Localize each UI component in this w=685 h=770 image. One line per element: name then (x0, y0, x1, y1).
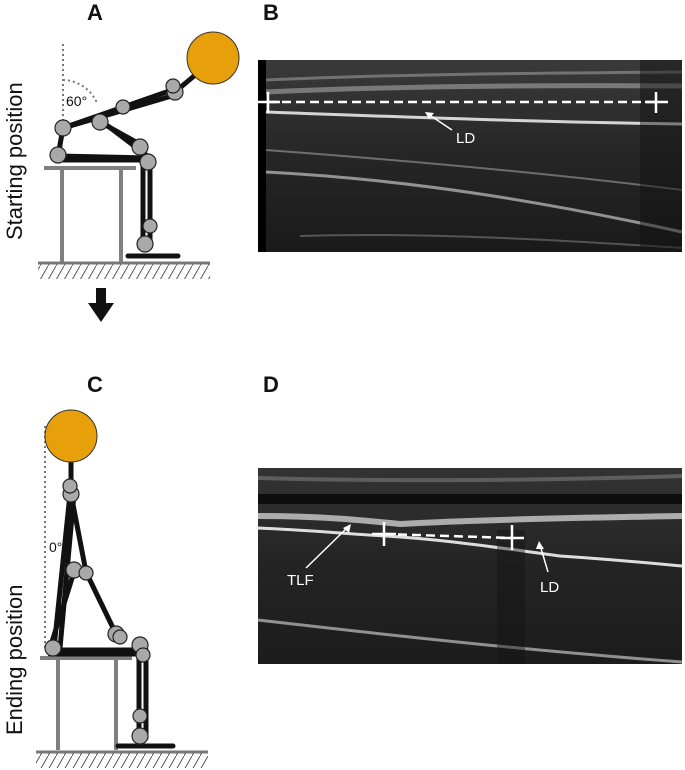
label-ld-d: LD (540, 579, 559, 596)
panel-a-figure: 60° (38, 31, 240, 279)
panel-c-figure: 0° (36, 409, 208, 768)
label-ld-b: LD (456, 130, 475, 147)
head (186, 31, 240, 85)
caliper-markers (372, 522, 524, 550)
ultrasound-image-b: LD (258, 60, 683, 252)
panel-letter-c: C (87, 372, 103, 397)
panel-letter-a: A (87, 0, 103, 25)
angle-arc (62, 79, 98, 104)
angle-label-60: 60° (66, 93, 87, 109)
floor-hatch (36, 752, 208, 768)
panel-letter-d: D (263, 372, 279, 397)
tlf-pointer (305, 526, 349, 569)
panel-letter-b: B (263, 0, 279, 25)
stick-limbs (47, 453, 176, 749)
chair (40, 656, 132, 750)
floor-hatch (38, 263, 210, 279)
head (44, 409, 98, 463)
label-tlf: TLF (287, 572, 314, 589)
down-arrow-icon (88, 288, 114, 322)
chair (44, 166, 136, 262)
ultrasound-image-d: TLF LD (257, 468, 683, 664)
ld-pointer (539, 544, 549, 573)
caliper-markers (258, 92, 668, 113)
angle-label-0: 0° (49, 539, 62, 555)
stick-limbs (55, 57, 216, 259)
joints (49, 78, 184, 253)
ld-pointer (427, 113, 453, 131)
measurement-line (383, 532, 513, 540)
joints (44, 478, 151, 745)
